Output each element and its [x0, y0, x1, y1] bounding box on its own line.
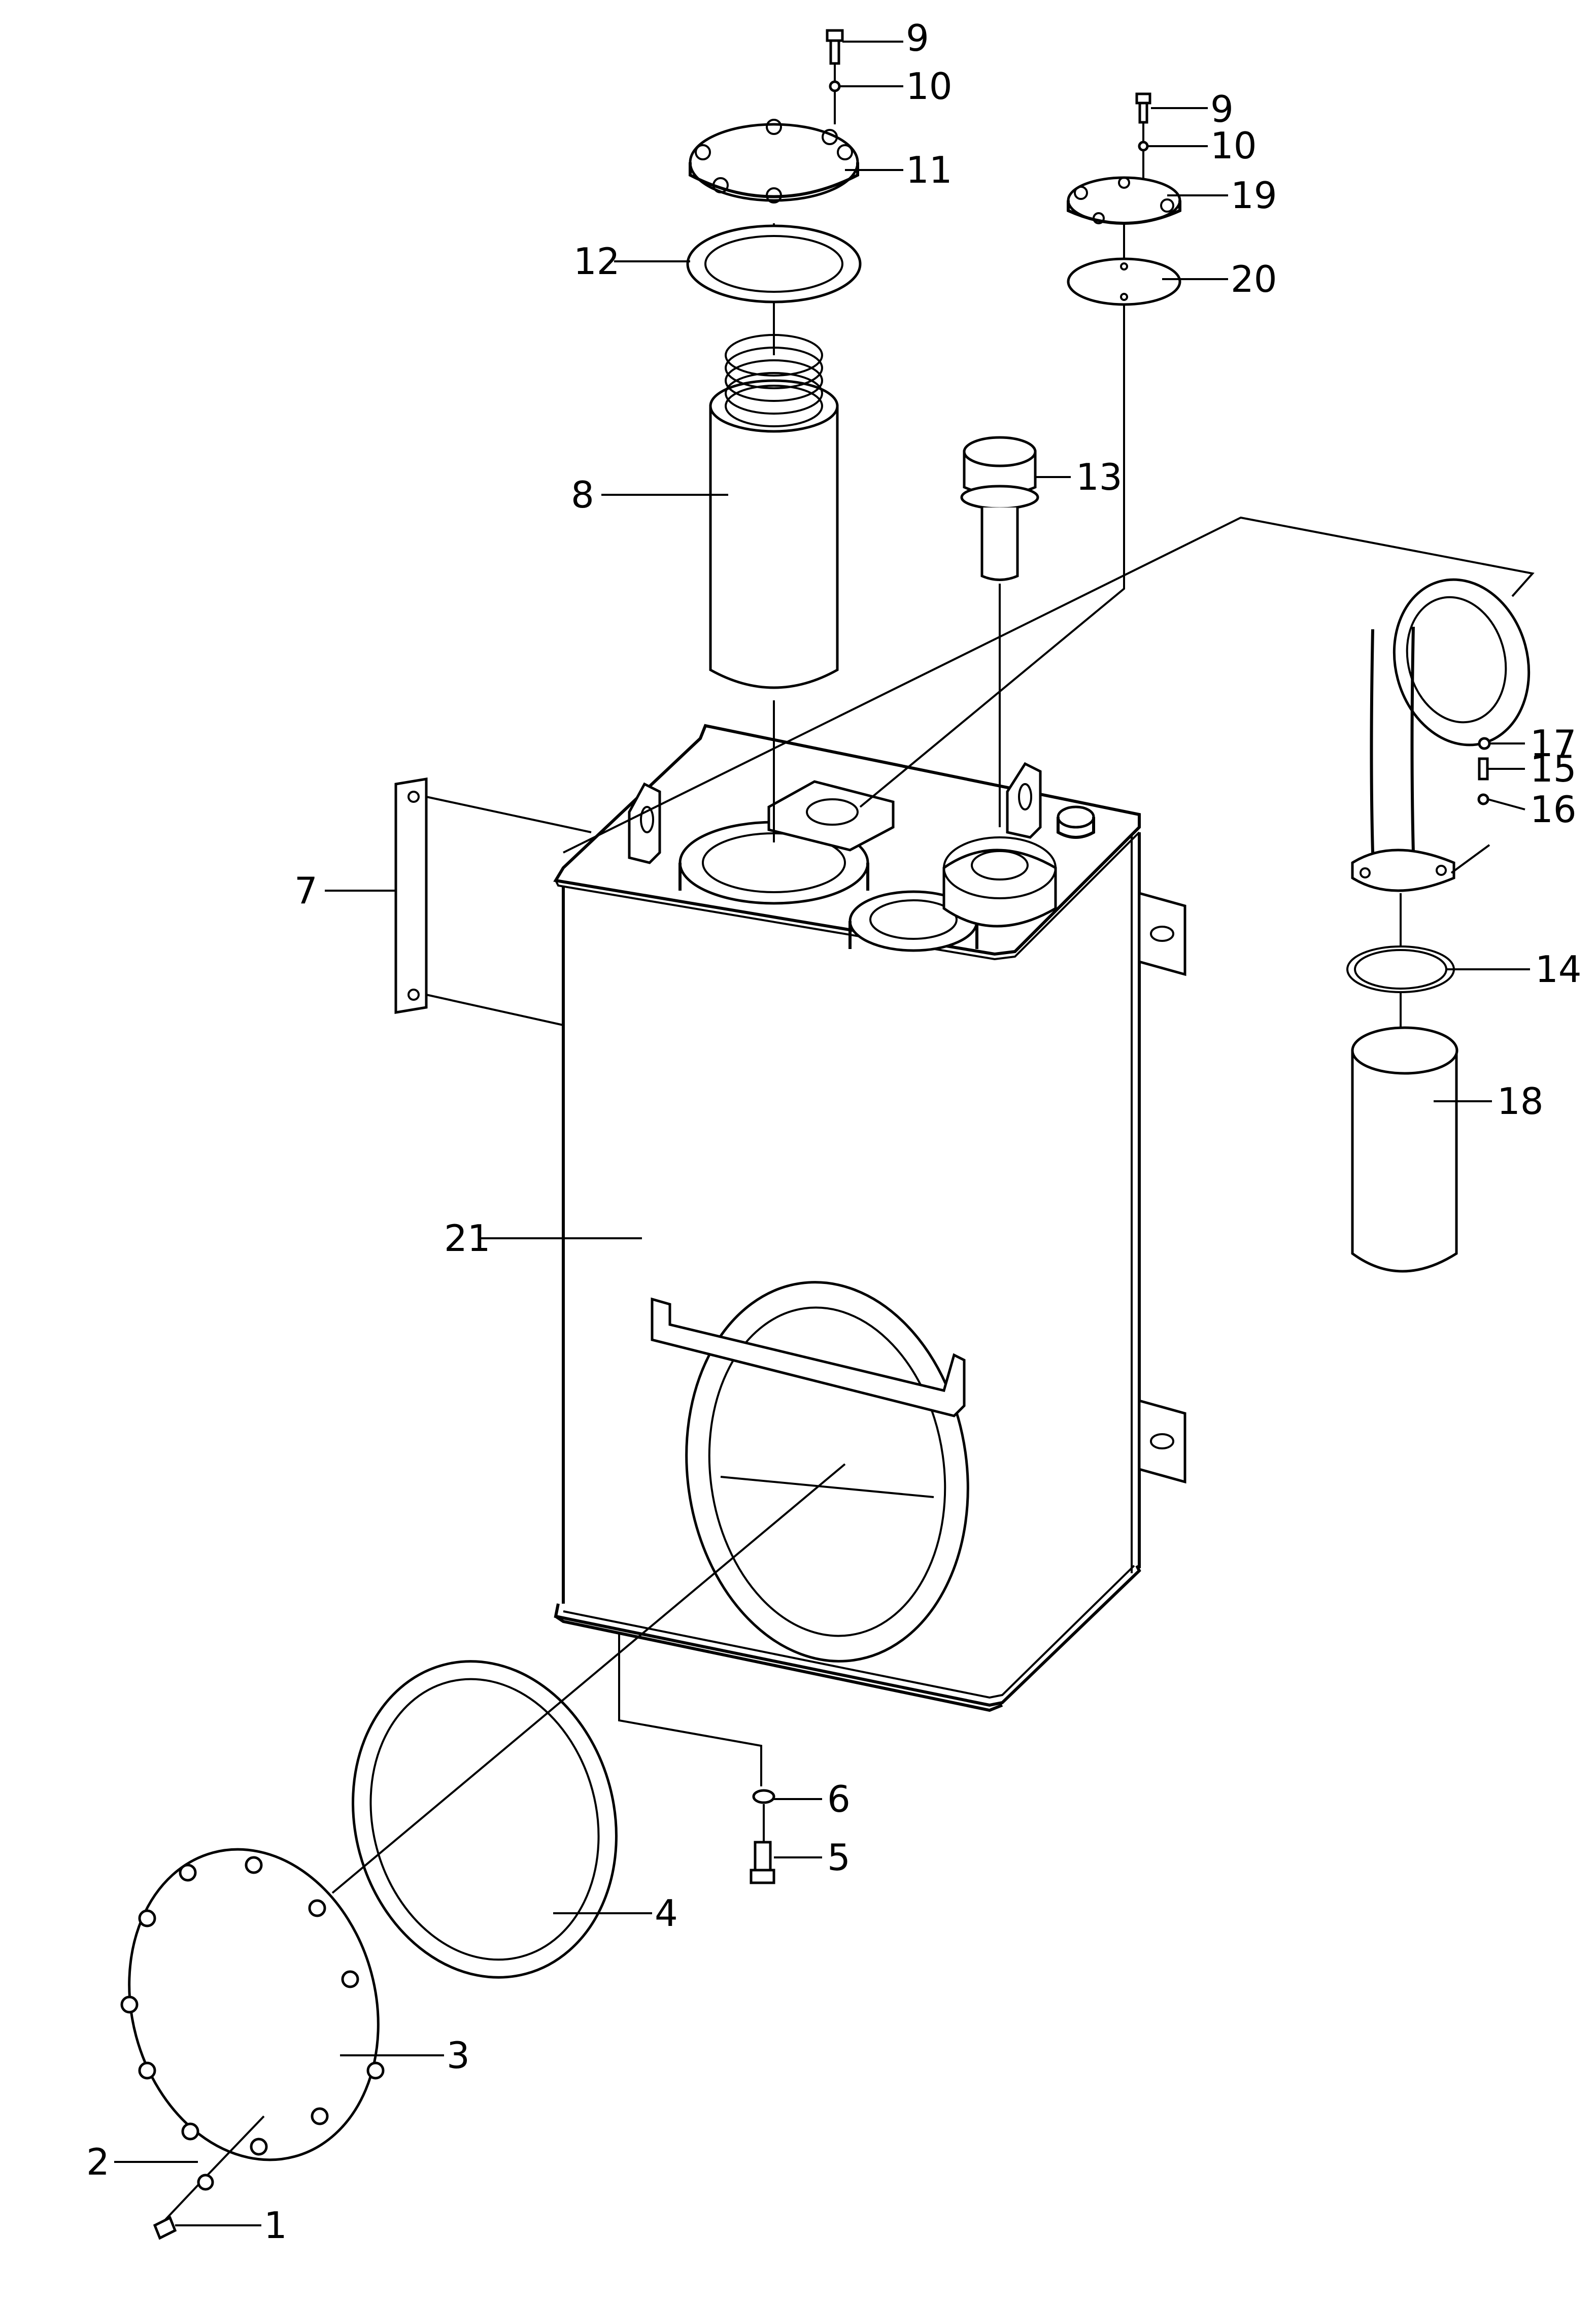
callout-12: 12 [573, 240, 620, 283]
tank-top-openings [628, 762, 1095, 952]
callout-18: 18 [1497, 1080, 1544, 1123]
callout-20: 20 [1231, 258, 1277, 300]
callout-4: 4 [655, 1892, 678, 1935]
callout-16: 16 [1530, 788, 1577, 831]
callout-1: 1 [264, 2204, 287, 2247]
callout-9-left: 9 [906, 17, 929, 59]
leader-lines [114, 41, 1530, 2226]
drain-plug-5-6 [618, 1634, 775, 1884]
bolt-9-left [826, 29, 844, 124]
part-4-gasket [352, 1660, 618, 1979]
part-19-cover [1067, 176, 1181, 225]
part-11-cover [689, 119, 859, 204]
small-fasteners-15-16-17 [1477, 737, 1525, 810]
callout-21: 21 [444, 1217, 491, 1260]
callout-10-right: 10 [1210, 124, 1257, 167]
part-18-cylinder [1351, 1026, 1458, 1273]
bolt-1-washer-2 [153, 2115, 265, 2240]
callout-2: 2 [86, 2141, 110, 2183]
callout-10-left: 10 [906, 65, 953, 108]
front-opening [651, 1281, 969, 1663]
part-8-filter [709, 223, 839, 842]
callout-8: 8 [571, 473, 594, 516]
callout-15: 15 [1530, 748, 1577, 790]
bolt-9-right [1135, 92, 1151, 180]
part-3-cover [120, 1463, 846, 2161]
callout-labels: 9 10 11 12 8 13 9 10 19 20 17 15 16 14 1… [86, 17, 1582, 2247]
part-20-gasket [859, 223, 1181, 808]
callout-3: 3 [447, 2034, 470, 2077]
callout-17: 17 [1530, 722, 1577, 765]
callout-5: 5 [827, 1836, 851, 1879]
callout-19: 19 [1231, 174, 1277, 217]
part-7-bar [394, 777, 592, 1026]
part-12-gasket [686, 224, 862, 303]
mounting-lugs [1138, 891, 1186, 1484]
callout-11: 11 [906, 149, 953, 191]
callout-13: 13 [1076, 456, 1123, 498]
part-13-breather [960, 436, 1039, 827]
callout-7: 7 [294, 869, 318, 912]
callout-6: 6 [827, 1778, 851, 1820]
part-14-oring [1346, 893, 1455, 1035]
callout-14: 14 [1535, 948, 1582, 991]
callout-9-right: 9 [1210, 88, 1234, 130]
